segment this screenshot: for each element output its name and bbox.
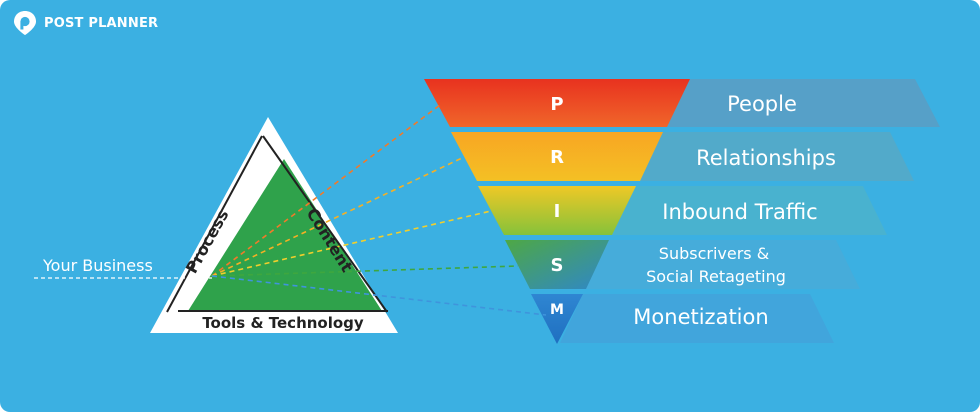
tier-p	[424, 79, 690, 127]
brand: POST PLANNER	[12, 10, 158, 36]
connector-p	[211, 104, 441, 277]
tier-letter-m: M	[550, 302, 564, 318]
connector-s	[211, 265, 519, 277]
tier-label-relationships: Relationships	[696, 146, 836, 170]
tier-label-monetization: Monetization	[633, 305, 768, 329]
connector-lines	[211, 104, 547, 316]
band-monetization	[560, 294, 834, 343]
business-triangle-inner	[188, 159, 382, 311]
tier-letter-i: I	[554, 201, 561, 222]
tier-label-subscribers-2: Social Retageting	[646, 267, 786, 286]
tier-letter-r: R	[550, 147, 564, 168]
connector-r	[211, 157, 463, 277]
band-relationships	[640, 132, 914, 181]
band-inbound-traffic	[612, 186, 887, 235]
triangle-label-tools: Tools & Technology	[202, 314, 364, 332]
tier-label-subscribers-1: Subscrivers &	[659, 244, 769, 263]
tier-r	[451, 132, 663, 181]
location-pin-p-icon	[14, 11, 36, 35]
connector-i	[211, 210, 492, 277]
band-subscribers	[585, 240, 860, 289]
brand-name: POST PLANNER	[44, 15, 159, 31]
tier-label-inbound-traffic: Inbound Traffic	[662, 200, 817, 224]
tier-letter-p: P	[550, 94, 563, 115]
tier-m	[531, 294, 583, 344]
connector-m	[211, 275, 547, 316]
tier-label-people: People	[727, 92, 797, 116]
tier-s	[505, 240, 609, 289]
tier-i	[478, 186, 636, 235]
business-label: Your Business	[42, 256, 153, 275]
band-people	[667, 79, 940, 127]
triangle-left-divider	[166, 135, 263, 313]
triangle-right-divider	[262, 135, 388, 313]
tier-letter-s: S	[551, 255, 564, 276]
